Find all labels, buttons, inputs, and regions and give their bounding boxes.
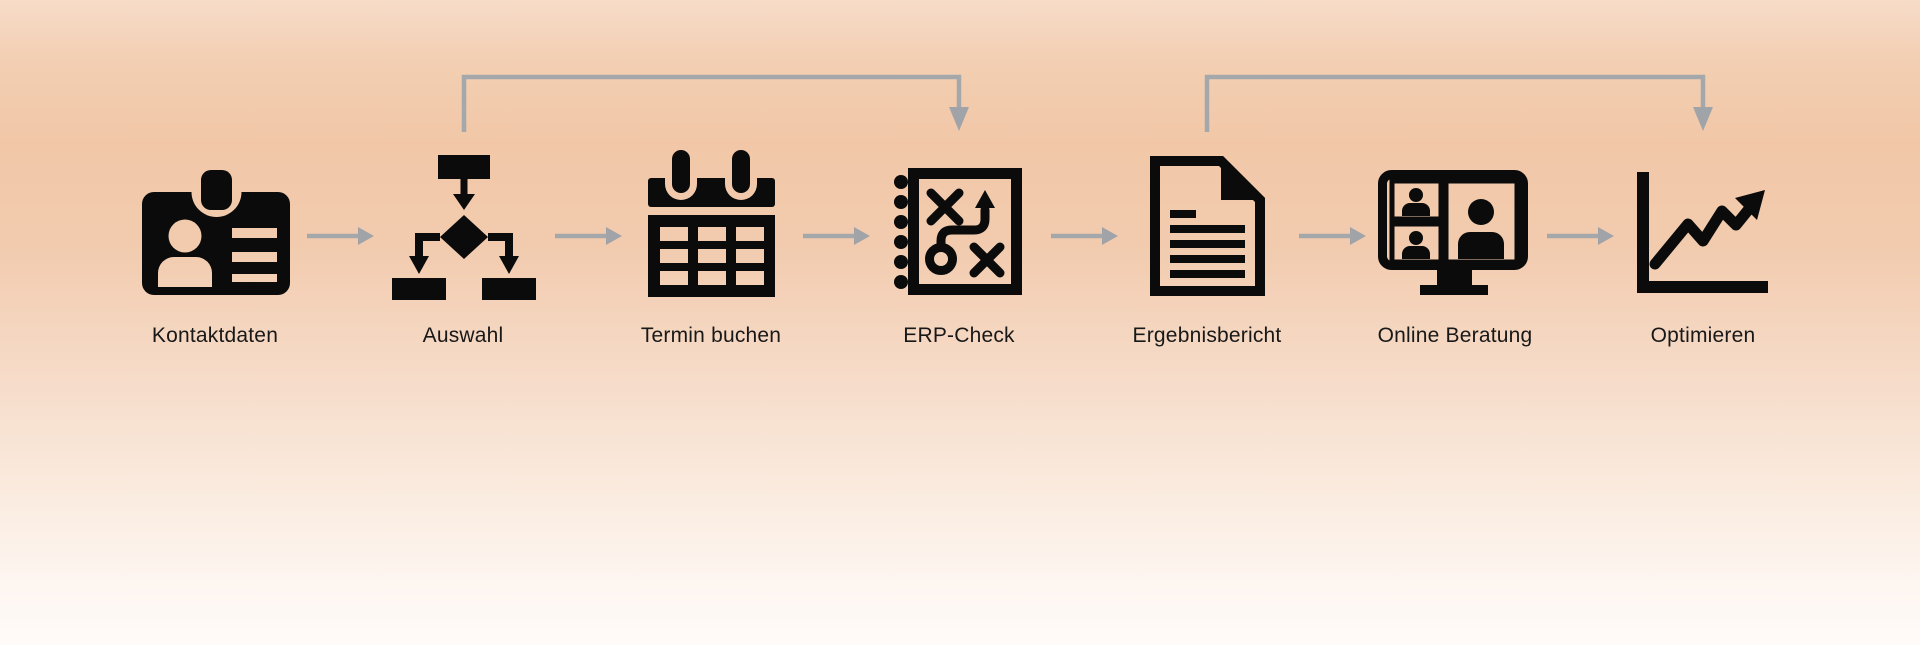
calendar-icon bbox=[631, 148, 791, 303]
step-label-erp-check: ERP-Check bbox=[903, 324, 1015, 347]
skip-connector-auswahl-to-erp-check bbox=[461, 74, 962, 132]
process-step-online-beratung: Online Beratung bbox=[1345, 148, 1565, 349]
step-label-auswahl: Auswahl bbox=[422, 324, 504, 347]
flow-arrow-4 bbox=[1051, 227, 1118, 245]
step-label-optimieren: Optimieren bbox=[1650, 324, 1756, 347]
process-step-erp-check: ERP-Check bbox=[849, 148, 1069, 349]
step-label-kontaktdaten: Kontaktdaten bbox=[151, 324, 279, 347]
skip-arrowhead-optimieren bbox=[1693, 107, 1713, 131]
rising-chart-icon bbox=[1623, 148, 1783, 303]
step-label-termin-buchen: Termin buchen bbox=[640, 324, 782, 347]
flow-arrow-5 bbox=[1299, 227, 1366, 245]
document-report-icon bbox=[1127, 148, 1287, 303]
flow-arrow-6 bbox=[1547, 227, 1614, 245]
process-step-termin-buchen: Termin buchen bbox=[601, 148, 821, 349]
process-step-ergebnisbericht: Ergebnisbericht bbox=[1097, 148, 1317, 349]
process-step-optimieren: Optimieren bbox=[1593, 148, 1813, 349]
skip-arrowhead-erp-check bbox=[949, 107, 969, 131]
process-step-auswahl: Auswahl bbox=[353, 148, 573, 349]
skip-connector-ergebnisbericht-to-optimieren bbox=[1204, 74, 1706, 132]
flow-arrow-2 bbox=[555, 227, 622, 245]
step-label-ergebnisbericht: Ergebnisbericht bbox=[1132, 324, 1282, 347]
process-step-kontaktdaten: Kontaktdaten bbox=[105, 148, 325, 349]
flow-arrow-1 bbox=[307, 227, 374, 245]
video-call-icon bbox=[1375, 148, 1535, 303]
id-badge-icon bbox=[135, 148, 295, 303]
flowchart-icon bbox=[383, 148, 543, 303]
step-label-online-beratung: Online Beratung bbox=[1377, 324, 1533, 347]
flow-arrow-3 bbox=[803, 227, 870, 245]
strategy-book-icon bbox=[879, 148, 1039, 303]
